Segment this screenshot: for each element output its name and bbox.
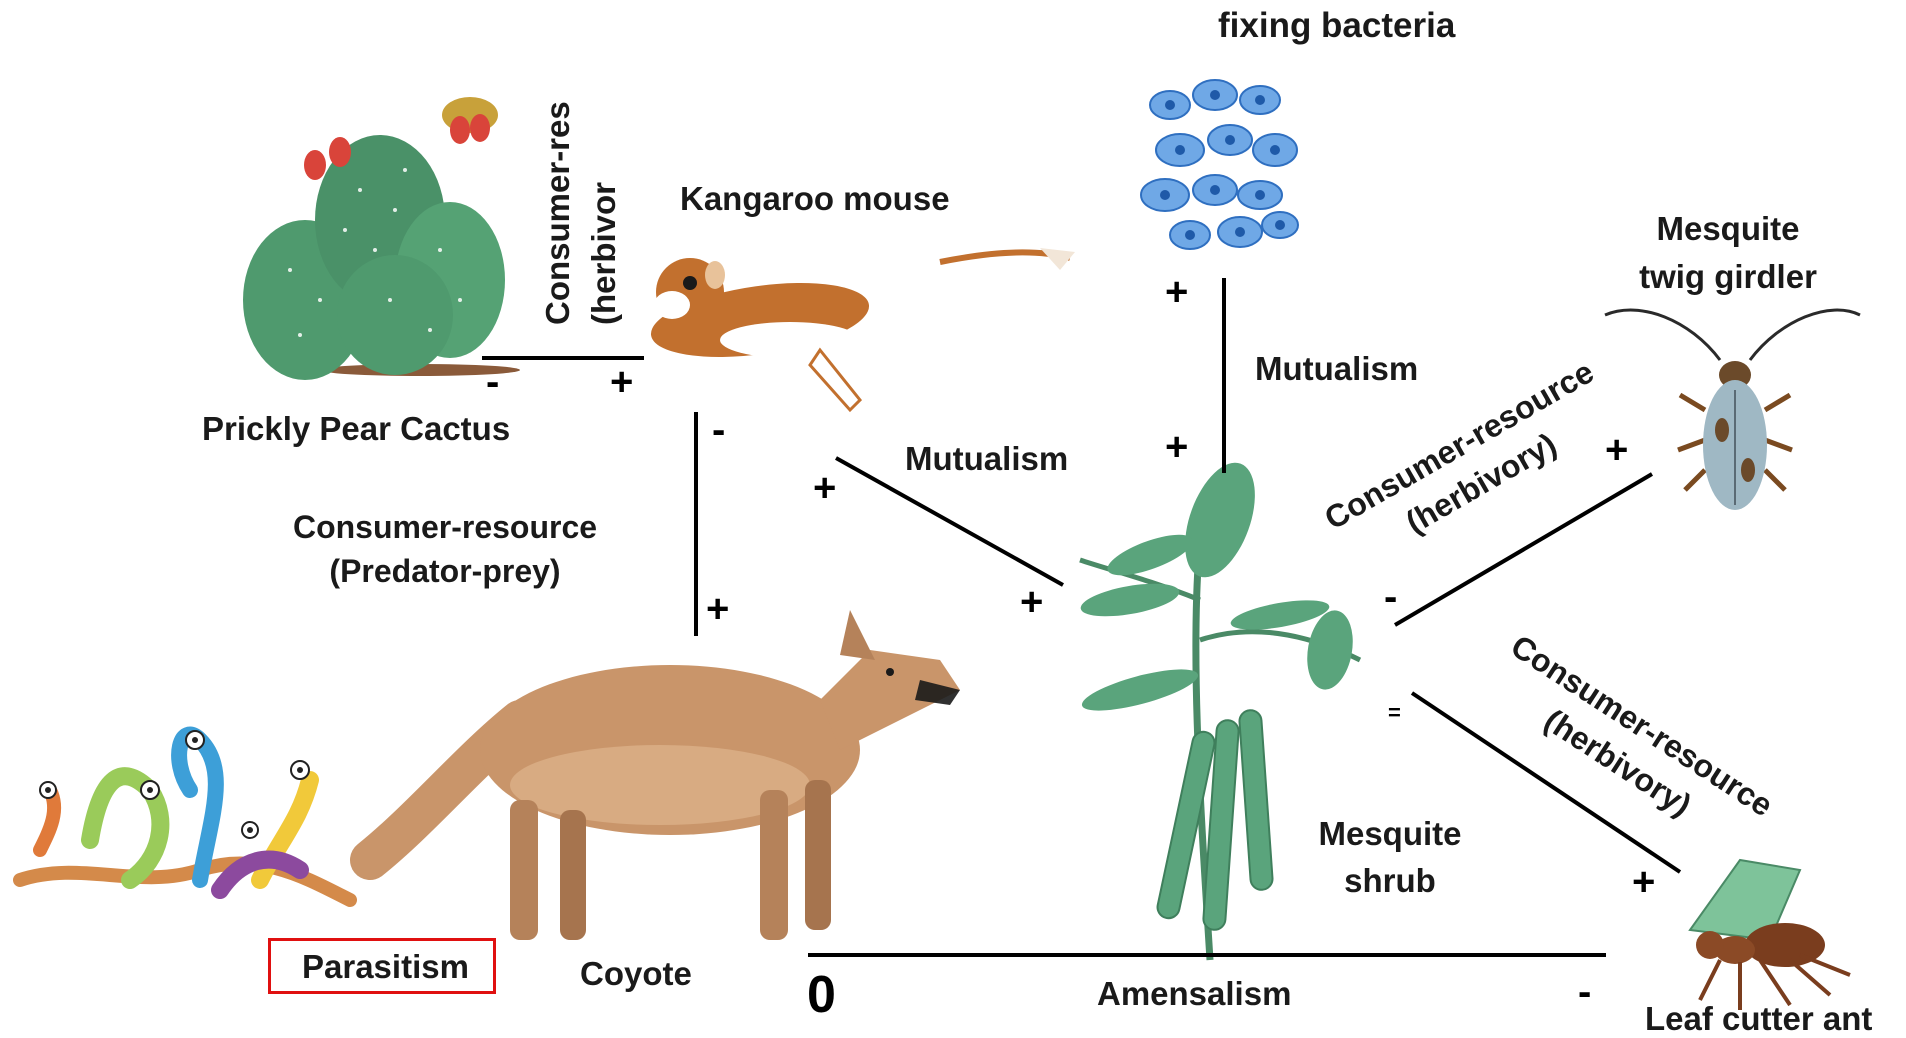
girdler-sign: + [1605, 428, 1628, 473]
mouse-mesquite-interaction-label: Mutualism [905, 440, 1068, 478]
bacteria-label: fixing bacteria [1218, 6, 1455, 46]
mesquite-mutualism-bacteria-sign: + [1165, 425, 1188, 470]
mouse-herbivory-sign: + [610, 360, 633, 405]
mesquite-girdler-label-line1: Mesquite [1618, 205, 1838, 253]
coyote-label: Coyote [580, 955, 692, 993]
twig-girdler-beetle-icon [1605, 310, 1860, 510]
mesquite-mutualism-mouse-sign: + [1020, 580, 1043, 625]
mesquite-ant-sign: = [1388, 700, 1401, 726]
parasitism-label: Parasitism [302, 948, 469, 986]
cactus-mouse-interaction-line1: Consumer-res [535, 85, 581, 325]
cactus-sign: - [486, 360, 499, 405]
mesquite-girdler-sign: - [1384, 575, 1397, 620]
kangaroo-mouse-label: Kangaroo mouse [680, 180, 950, 218]
leaf-cutter-ant-icon [1690, 860, 1850, 1010]
cactus-mouse-interaction-line2: (herbivor [581, 85, 627, 325]
mesquite-shrub-label: Mesquite shrub [1300, 810, 1480, 904]
amensalism-line [808, 953, 1606, 957]
ant-amensalism-sign: - [1578, 970, 1591, 1015]
mesquite-girdler-label-line2: twig girdler [1618, 253, 1838, 301]
coyote-predator-sign: + [706, 587, 729, 632]
mouse-coyote-interaction-line2: (Predator-prey) [265, 549, 625, 593]
bacteria-mesquite-interaction-label: Mutualism [1255, 350, 1418, 388]
leaf-cutter-ant-label: Leaf cutter ant [1645, 1000, 1872, 1038]
cactus-mouse-interaction-label: Consumer-res (herbivor [535, 85, 627, 325]
prickly-pear-cactus-icon [243, 97, 520, 380]
mouse-coyote-interaction-label: Consumer-resource (Predator-prey) [265, 505, 625, 593]
bacteria-icon [1141, 80, 1298, 249]
amensalism-interaction-label: Amensalism [1097, 975, 1291, 1013]
mouse-coyote-line [694, 412, 698, 636]
parasites-cartoon-icon [20, 731, 350, 900]
mouse-mutualism-sign: + [813, 466, 836, 511]
coyote-icon [370, 610, 960, 940]
kangaroo-mouse-icon [646, 248, 1075, 410]
mouse-coyote-interaction-line1: Consumer-resource [265, 505, 625, 549]
mesquite-girdler-label: Mesquite twig girdler [1618, 205, 1838, 301]
mesquite-shrub-label-line2: shrub [1300, 857, 1480, 904]
bacteria-mesquite-line [1222, 278, 1226, 473]
mouse-prey-sign: - [712, 408, 725, 453]
coyote-amensalism-sign: 0 [807, 965, 836, 1025]
cactus-label: Prickly Pear Cactus [202, 410, 510, 448]
ant-sign: + [1632, 860, 1655, 905]
mesquite-shrub-label-line1: Mesquite [1300, 810, 1480, 857]
bacteria-mutualism-sign: + [1165, 270, 1188, 315]
